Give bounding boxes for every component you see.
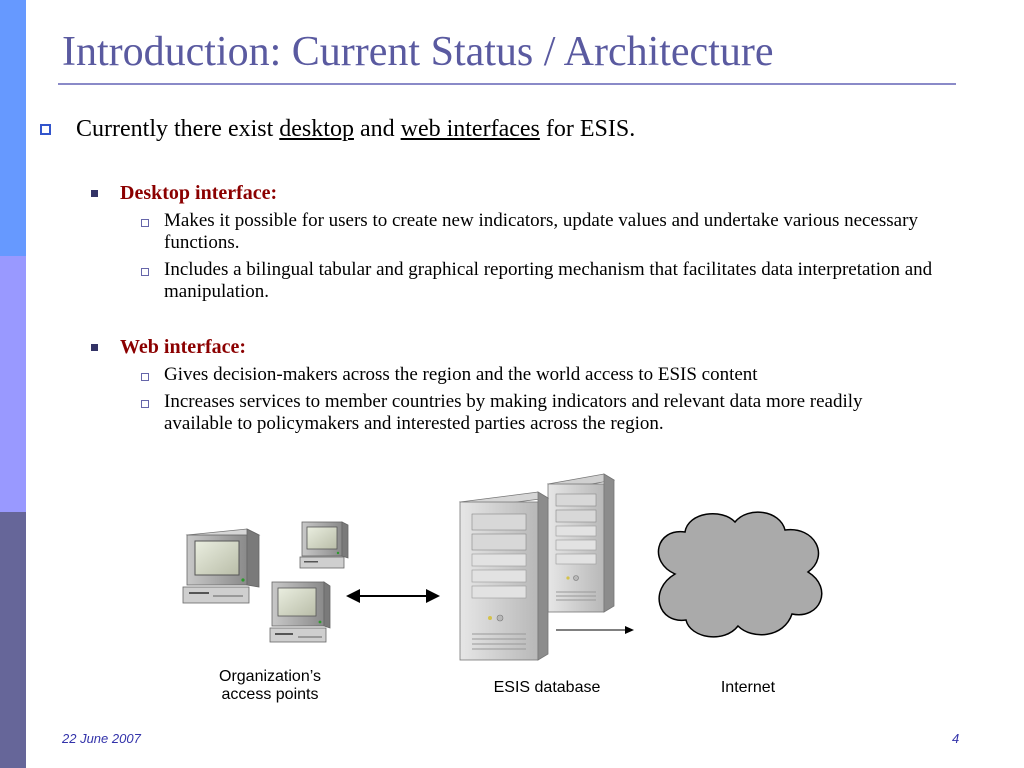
server-icon <box>458 491 550 661</box>
desktop-item-1: Makes it possible for users to create ne… <box>164 210 918 253</box>
web-item-1: Gives decision-makers across the region … <box>164 364 758 385</box>
intro-bullet: Currently there exist desktop and web in… <box>76 116 635 143</box>
cloud-icon <box>657 511 823 638</box>
bullet-hollow-icon <box>141 400 149 408</box>
desktop-heading: Desktop interface: <box>120 182 278 204</box>
access-points-caption: Organization’s access points <box>219 668 321 703</box>
title-divider <box>58 83 956 85</box>
sidebar-block-middle <box>0 256 26 512</box>
intro-suffix: for ESIS. <box>539 116 636 142</box>
bullet-hollow-icon <box>141 373 149 381</box>
desktop-item-2: Includes a bilingual tabular and graphic… <box>164 259 933 302</box>
server-icon <box>546 473 616 613</box>
sidebar-decoration <box>0 0 26 768</box>
bullet-square-icon <box>40 124 51 135</box>
web-item-2: Increases services to member countries b… <box>164 391 863 434</box>
web-interfaces-link[interactable]: web interfaces <box>400 116 540 142</box>
internet-caption: Internet <box>720 679 776 696</box>
bullet-filled-icon <box>91 190 98 197</box>
computer-icon <box>182 528 261 604</box>
footer-date: 22 June 2007 <box>62 731 141 746</box>
slide-title: Introduction: Current Status / Architect… <box>62 29 774 75</box>
sidebar-block-top <box>0 0 26 256</box>
bullet-hollow-icon <box>141 268 149 276</box>
desktop-link[interactable]: desktop <box>279 116 354 142</box>
intro-mid: and <box>353 116 401 142</box>
page-number: 4 <box>952 731 960 746</box>
computer-icon <box>269 581 331 643</box>
architecture-diagram <box>182 473 823 661</box>
bullet-hollow-icon <box>141 219 149 227</box>
right-arrow-icon <box>556 626 634 634</box>
computer-icon <box>299 521 349 569</box>
sidebar-block-bottom <box>0 512 26 768</box>
bullet-filled-icon <box>91 344 98 351</box>
intro-prefix: Currently there exist <box>76 116 280 142</box>
bidirectional-arrow-icon <box>346 589 440 603</box>
web-heading: Web interface: <box>120 336 247 358</box>
database-caption: ESIS database <box>493 679 601 696</box>
